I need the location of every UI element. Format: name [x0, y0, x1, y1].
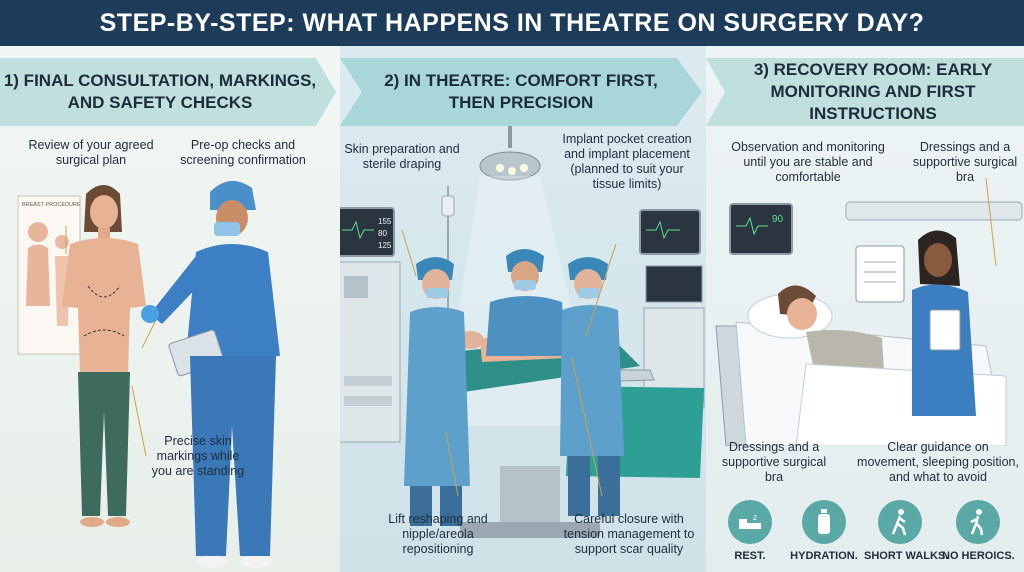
- monitor-value: 90: [772, 214, 784, 225]
- theatre-scene: 155 80 125: [340, 126, 705, 538]
- monitor-value-1: 155: [378, 217, 392, 226]
- tip-rest: z REST.: [714, 500, 786, 562]
- walking-icon: [878, 500, 922, 544]
- panel-recovery: 3) RECOVERY ROOM: EARLY MONITORING AND F…: [706, 46, 1024, 572]
- clinician-marking: [141, 180, 280, 568]
- surgeon-centre: [486, 249, 566, 356]
- nurse: [912, 230, 976, 416]
- panel-heading: 2) IN THEATRE: COMFORT FIRST, THEN PRECI…: [340, 58, 702, 126]
- recovery-monitor: 90: [729, 203, 793, 255]
- vital-signs-monitor-left: 155 80 125: [340, 207, 401, 443]
- tip-no-heroics: NO HEROICS.: [942, 500, 1015, 562]
- caption-review: Review of your agreed surgical plan: [28, 138, 154, 167]
- caption-preop: Pre-op checks and screening confirmation: [180, 138, 306, 167]
- bed-icon: z: [728, 500, 772, 544]
- caption-implant: Implant pocket creation and implant plac…: [562, 132, 692, 191]
- no-heroics-icon: [956, 500, 1000, 544]
- tip-label: REST.: [734, 550, 766, 562]
- title-bar: STEP-BY-STEP: WHAT HAPPENS IN THEATRE ON…: [0, 0, 1024, 46]
- surgeon-left: [404, 257, 470, 526]
- consultation-scene: BREAST PROCEDURE: [17, 180, 280, 568]
- svg-text:z: z: [753, 513, 757, 522]
- panel-theatre: 2) IN THEATRE: COMFORT FIRST, THEN PRECI…: [340, 46, 706, 572]
- surgeon-right: [560, 257, 624, 516]
- caption-lift: Lift reshaping and nipple/areola reposit…: [388, 512, 488, 556]
- monitor-value-2: 80: [378, 229, 387, 238]
- tip-label: SHORT WALKS.: [864, 550, 949, 562]
- monitor-value-3: 125: [378, 241, 392, 250]
- panel-consultation: 1) FINAL CONSULTATION, MARKINGS, AND SAF…: [0, 46, 340, 572]
- caption-skin-preparation: Skin preparation and sterile draping: [344, 142, 460, 171]
- caption-closure: Careful closure with tension management …: [563, 512, 695, 556]
- tip-short-walks: SHORT WALKS.: [864, 500, 949, 562]
- caption-guidance: Clear guidance on movement, sleeping pos…: [857, 440, 1019, 484]
- recovery-scene: 90: [715, 177, 1023, 446]
- page-title: STEP-BY-STEP: WHAT HAPPENS IN THEATRE ON…: [99, 8, 925, 37]
- tip-label: HYDRATION.: [790, 550, 858, 562]
- poster-label: BREAST PROCEDURE: [22, 202, 81, 208]
- water-bottle-icon: [802, 500, 846, 544]
- panel-heading: 1) FINAL CONSULTATION, MARKINGS, AND SAF…: [0, 58, 336, 126]
- tip-label: NO HEROICS.: [942, 550, 1015, 562]
- caption-observation: Observation and monitoring until you are…: [731, 140, 885, 184]
- caption-dressings-bottom: Dressings and a supportive surgical bra: [721, 440, 827, 484]
- tip-hydration: HYDRATION.: [788, 500, 860, 562]
- panel-heading: 3) RECOVERY ROOM: EARLY MONITORING AND F…: [706, 58, 1024, 126]
- caption-dressings-top: Dressings and a supportive surgical bra: [912, 140, 1018, 184]
- patient-standing: [62, 185, 146, 527]
- caption-markings: Precise skin markings while you are stan…: [151, 434, 245, 478]
- clipboard-chart-icon: [855, 245, 905, 303]
